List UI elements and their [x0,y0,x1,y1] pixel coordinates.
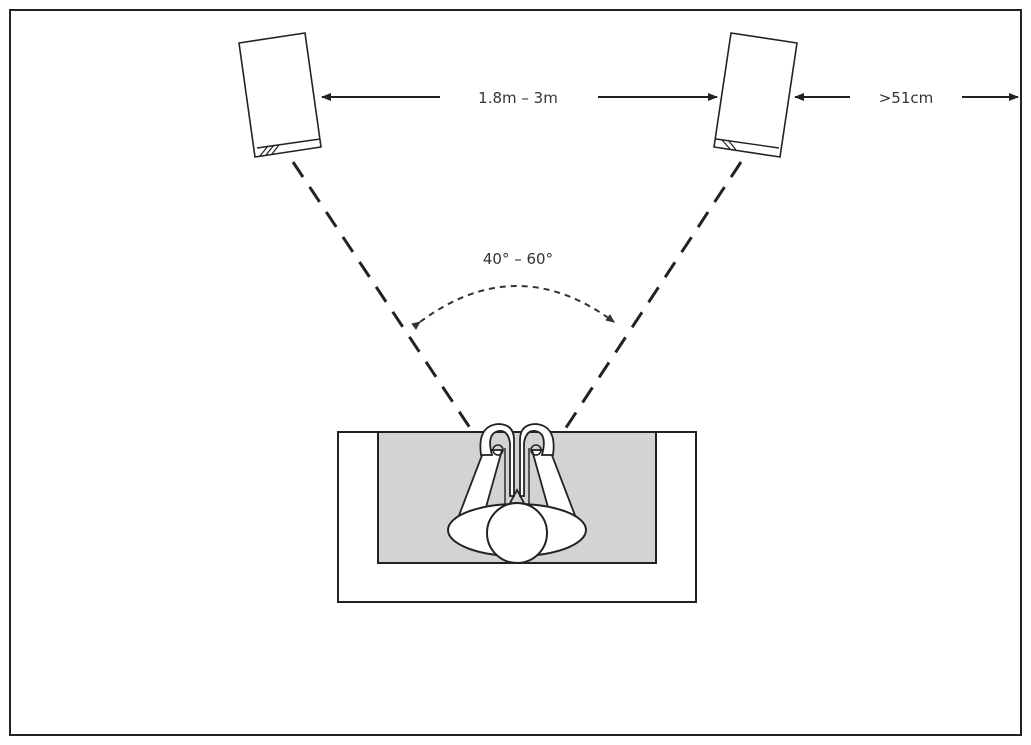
speaker-distance-label: 1.8m – 3m [478,89,558,107]
right-speaker [713,32,798,158]
listening-angle-label: 40° – 60° [483,250,553,268]
listener-right-hand [519,423,555,497]
listener-left-hand [479,423,515,497]
listener [447,423,587,564]
listener-nose [509,488,525,504]
room-border [9,9,1022,736]
left-sight-line [291,161,490,456]
listener-head [486,502,548,564]
left-speaker [238,32,322,158]
right-sight-line [546,161,743,456]
listening-angle-arc [411,285,615,330]
wall-distance-label: >51cm [879,89,934,107]
